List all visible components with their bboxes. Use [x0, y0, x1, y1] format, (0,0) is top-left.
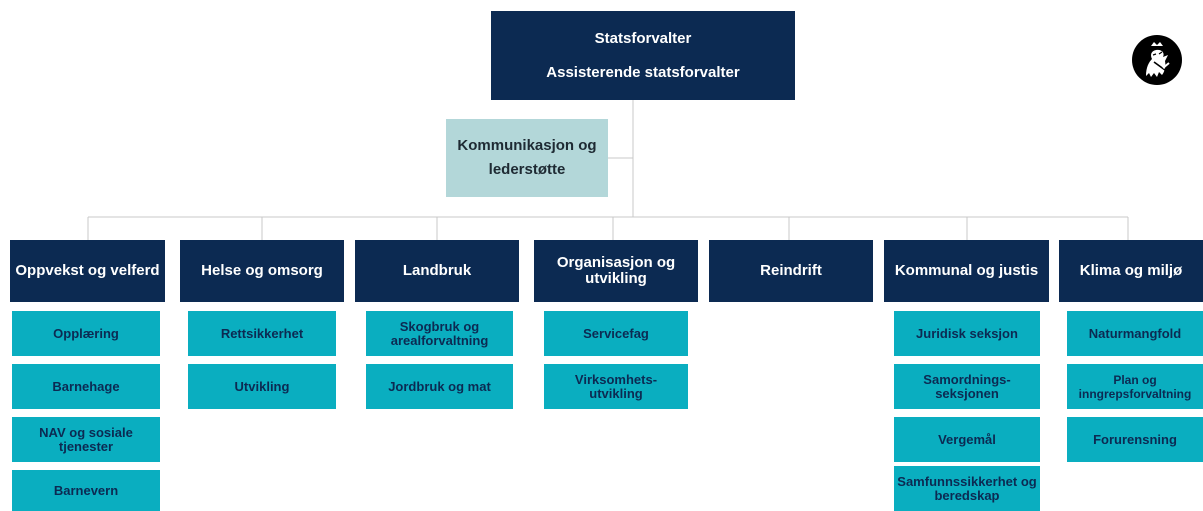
department-klima-og-miljo: Klima og miljø — [1059, 240, 1203, 302]
unit-jordbruk-og-mat: Jordbruk og mat — [366, 364, 513, 409]
unit-barnehage: Barnehage — [12, 364, 160, 409]
staff-box: Kommunikasjon og lederstøtte — [446, 119, 608, 197]
unit-opplaering: Opplæring — [12, 311, 160, 356]
unit-juridisk-seksjon: Juridisk seksjon — [894, 311, 1040, 356]
unit-samfunnssikkerhet-og-beredskap: Samfunnssikkerhet og beredskap — [894, 466, 1040, 511]
unit-samordningsseksjonen: Samordnings-seksjonen — [894, 364, 1040, 409]
unit-nav-og-sosiale-tjenester: NAV og sosiale tjenester — [12, 417, 160, 462]
department-reindrift: Reindrift — [709, 240, 873, 302]
unit-utvikling: Utvikling — [188, 364, 336, 409]
unit-servicefag: Servicefag — [544, 311, 688, 356]
department-oppvekst-og-velferd: Oppvekst og velferd — [10, 240, 165, 302]
department-kommunal-og-justis: Kommunal og justis — [884, 240, 1049, 302]
top-subtitle: Assisterende statsforvalter — [546, 63, 740, 81]
unit-forurensning: Forurensning — [1067, 417, 1203, 462]
top-title: Statsforvalter — [594, 29, 692, 47]
top-leadership-box: Statsforvalter Assisterende statsforvalt… — [491, 11, 795, 100]
unit-skogbruk-og-arealforvaltning: Skogbruk og arealforvaltning — [366, 311, 513, 356]
unit-virksomhets-utvikling: Virksomhets-utvikling — [544, 364, 688, 409]
norwegian-lion-coat-of-arms-icon — [1132, 35, 1182, 85]
unit-barnevern: Barnevern — [12, 470, 160, 511]
department-helse-og-omsorg: Helse og omsorg — [180, 240, 344, 302]
unit-vergemal: Vergemål — [894, 417, 1040, 462]
department-landbruk: Landbruk — [355, 240, 519, 302]
department-organisasjon-og-utvikling: Organisasjon og utvikling — [534, 240, 698, 302]
unit-rettsikkerhet: Rettsikkerhet — [188, 311, 336, 356]
unit-plan-og-inngrepsforvaltning: Plan og inngrepsforvaltning — [1067, 364, 1203, 409]
unit-naturmangfold: Naturmangfold — [1067, 311, 1203, 356]
